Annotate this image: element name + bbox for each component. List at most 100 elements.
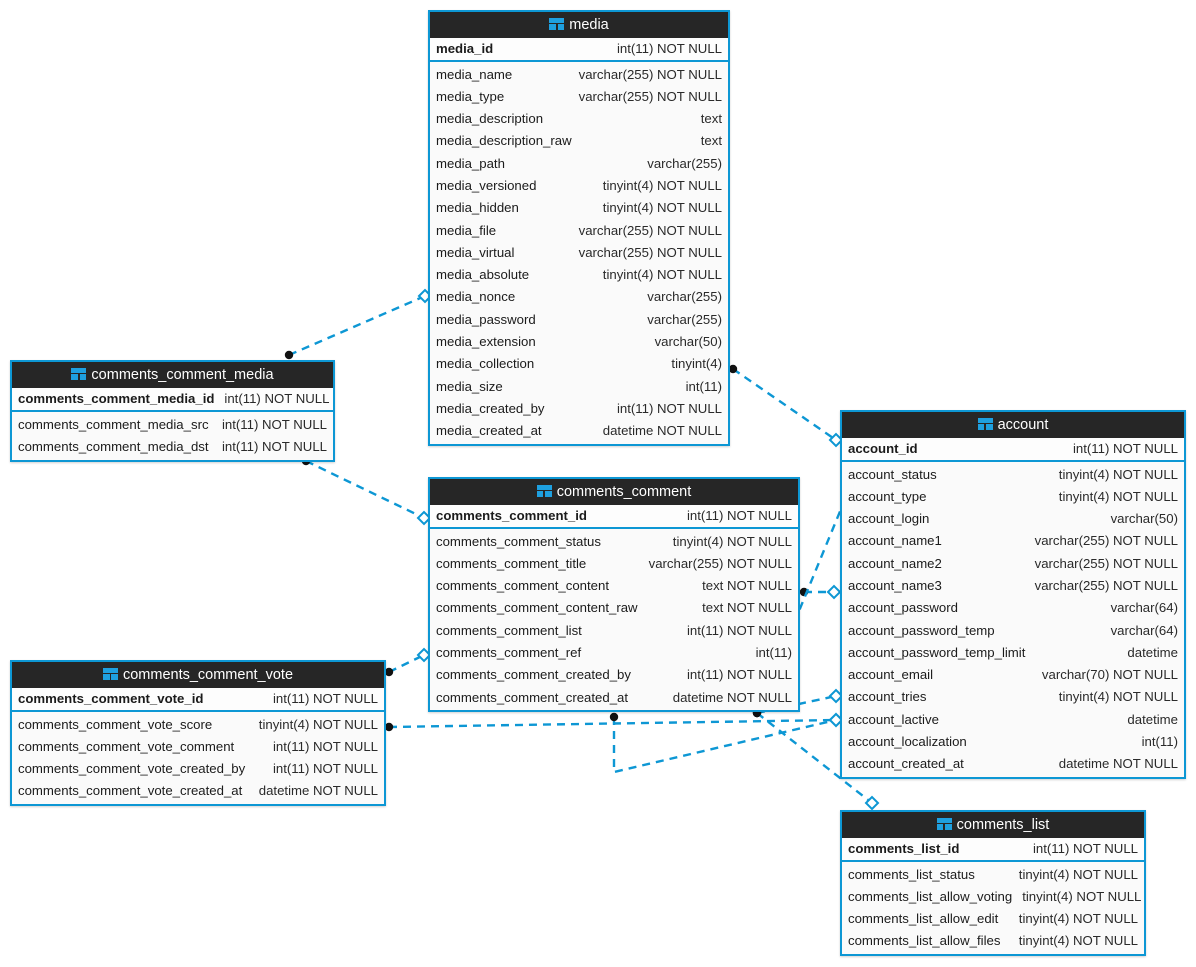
column-type: int(11) — [685, 378, 722, 394]
column-name: comments_comment_ref — [436, 644, 582, 660]
column-type: datetime NOT NULL — [1058, 756, 1178, 772]
column-name: media_name — [436, 66, 513, 82]
column-type: tinyint(4) — [671, 356, 722, 372]
column-name: account_name2 — [848, 555, 942, 571]
column-row[interactable]: comments_comment_vote_score tinyint(4) NO… — [12, 714, 384, 736]
column-name: media_created_at — [436, 423, 542, 439]
fk-dot-marker — [384, 667, 394, 677]
column-type: text — [700, 111, 722, 127]
relationship-line-ccm-media — [288, 294, 426, 357]
column-type: int(11) NOT NULL — [272, 738, 378, 754]
table-header-comments_list: comments_list — [842, 812, 1144, 838]
column-type: varchar(255) NOT NULL — [1034, 577, 1178, 593]
column-type: tinyint(4) NOT NULL — [1022, 888, 1142, 904]
column-type: tinyint(4) NOT NULL — [1058, 466, 1178, 482]
column-type: varchar(255) NOT NULL — [578, 88, 722, 104]
column-type: tinyint(4) NOT NULL — [1058, 689, 1178, 705]
column-name: comments_list_id — [848, 841, 960, 856]
table-title: comments_list — [956, 817, 1050, 834]
relationship-line-ccm-cc — [305, 459, 425, 520]
column-type: varchar(50) — [654, 334, 722, 350]
column-name: comments_comment_vote_score — [18, 716, 213, 732]
column-type: tinyint(4) NOT NULL — [258, 716, 378, 732]
column-name: account_login — [848, 511, 930, 527]
column-name: media_hidden — [436, 200, 519, 216]
column-type: varchar(255) NOT NULL — [578, 222, 722, 238]
column-name: account_name1 — [848, 533, 942, 549]
column-name: media_virtual — [436, 244, 515, 260]
column-name: media_id — [436, 41, 494, 56]
column-type: int(11) NOT NULL — [616, 41, 722, 56]
column-name: comments_comment_id — [436, 508, 587, 523]
column-name: media_password — [436, 311, 536, 327]
primary-key-row[interactable]: media_id int(11) NOT NULL — [430, 38, 728, 62]
column-type: tinyint(4) NOT NULL — [1018, 866, 1138, 882]
column-name: media_absolute — [436, 267, 530, 283]
column-name: comments_comment_title — [436, 555, 587, 571]
column-type: varchar(50) — [1110, 511, 1178, 527]
column-name: media_versioned — [436, 177, 537, 193]
column-type: varchar(70) NOT NULL — [1041, 667, 1178, 683]
column-row[interactable]: account_login varchar(50) — [842, 508, 1184, 530]
